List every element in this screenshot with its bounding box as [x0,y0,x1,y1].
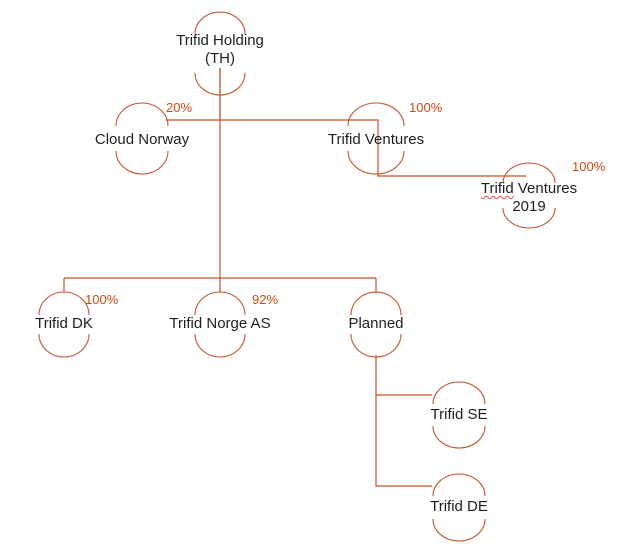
node-trifid-dk: Trifid DK [35,315,93,332]
trifid-ventures-2019-word-trifid: Trifid [480,180,514,197]
node-planned: Planned [348,315,404,332]
th-to-level3-connector [63,68,377,292]
trifid-ventures-2019-word-ventures: Ventures [517,180,578,197]
planned-to-children-connector [375,355,432,487]
cloud-norway-top-arc [115,102,169,127]
node-trifid-norge-as: Trifid Norge AS [169,315,271,332]
node-cloud-norway: Cloud Norway [94,131,190,148]
connector-lines [63,68,526,487]
trifid-dk-percent: 100% [85,292,119,307]
node-trifid-ventures-2019: Trifid Ventures 2019 [469,180,589,216]
trifid-dk-top-arc [38,291,90,316]
trifid-ventures-percent: 100% [409,100,443,115]
trifid-ventures-2019-line1: Trifid Ventures [469,180,589,198]
trifid-ventures-bottom-arc [347,150,405,175]
trifid-norge-as-top-arc [194,291,246,316]
trifid-de-top-arc [432,473,486,497]
planned-top-arc [350,291,402,316]
trifid-dk-bottom-arc [38,333,90,358]
th-top-arc [194,11,246,35]
cloud-norway-percent: 20% [166,100,193,115]
node-arcs [38,11,556,542]
node-trifid-holding: Trifid Holding (TH) [160,32,280,68]
trifid-se-top-arc [432,381,486,405]
node-trifid-se: Trifid SE [430,406,488,423]
trifid-ventures-2019-top-arc [502,162,556,184]
trifid-ventures-2019-bottom-arc [502,207,556,229]
trifid-ventures-2019-percent: 100% [572,159,606,174]
trifid-norge-as-percent: 92% [252,292,279,307]
trifid-holding-line1: Trifid Holding [176,32,264,49]
trifid-holding-line2: (TH) [205,50,235,67]
planned-bottom-arc [350,333,402,358]
trifid-norge-as-bottom-arc [194,333,246,358]
trifid-ventures-2019-line2: 2019 [512,198,546,215]
trifid-se-bottom-arc [432,425,486,449]
th-bottom-arc [194,72,246,96]
node-trifid-ventures: Trifid Ventures [327,131,425,148]
trifid-de-bottom-arc [432,518,486,542]
node-trifid-de: Trifid DE [430,498,488,515]
trifid-ventures-top-arc [347,102,405,127]
cloud-norway-bottom-arc [115,150,169,175]
